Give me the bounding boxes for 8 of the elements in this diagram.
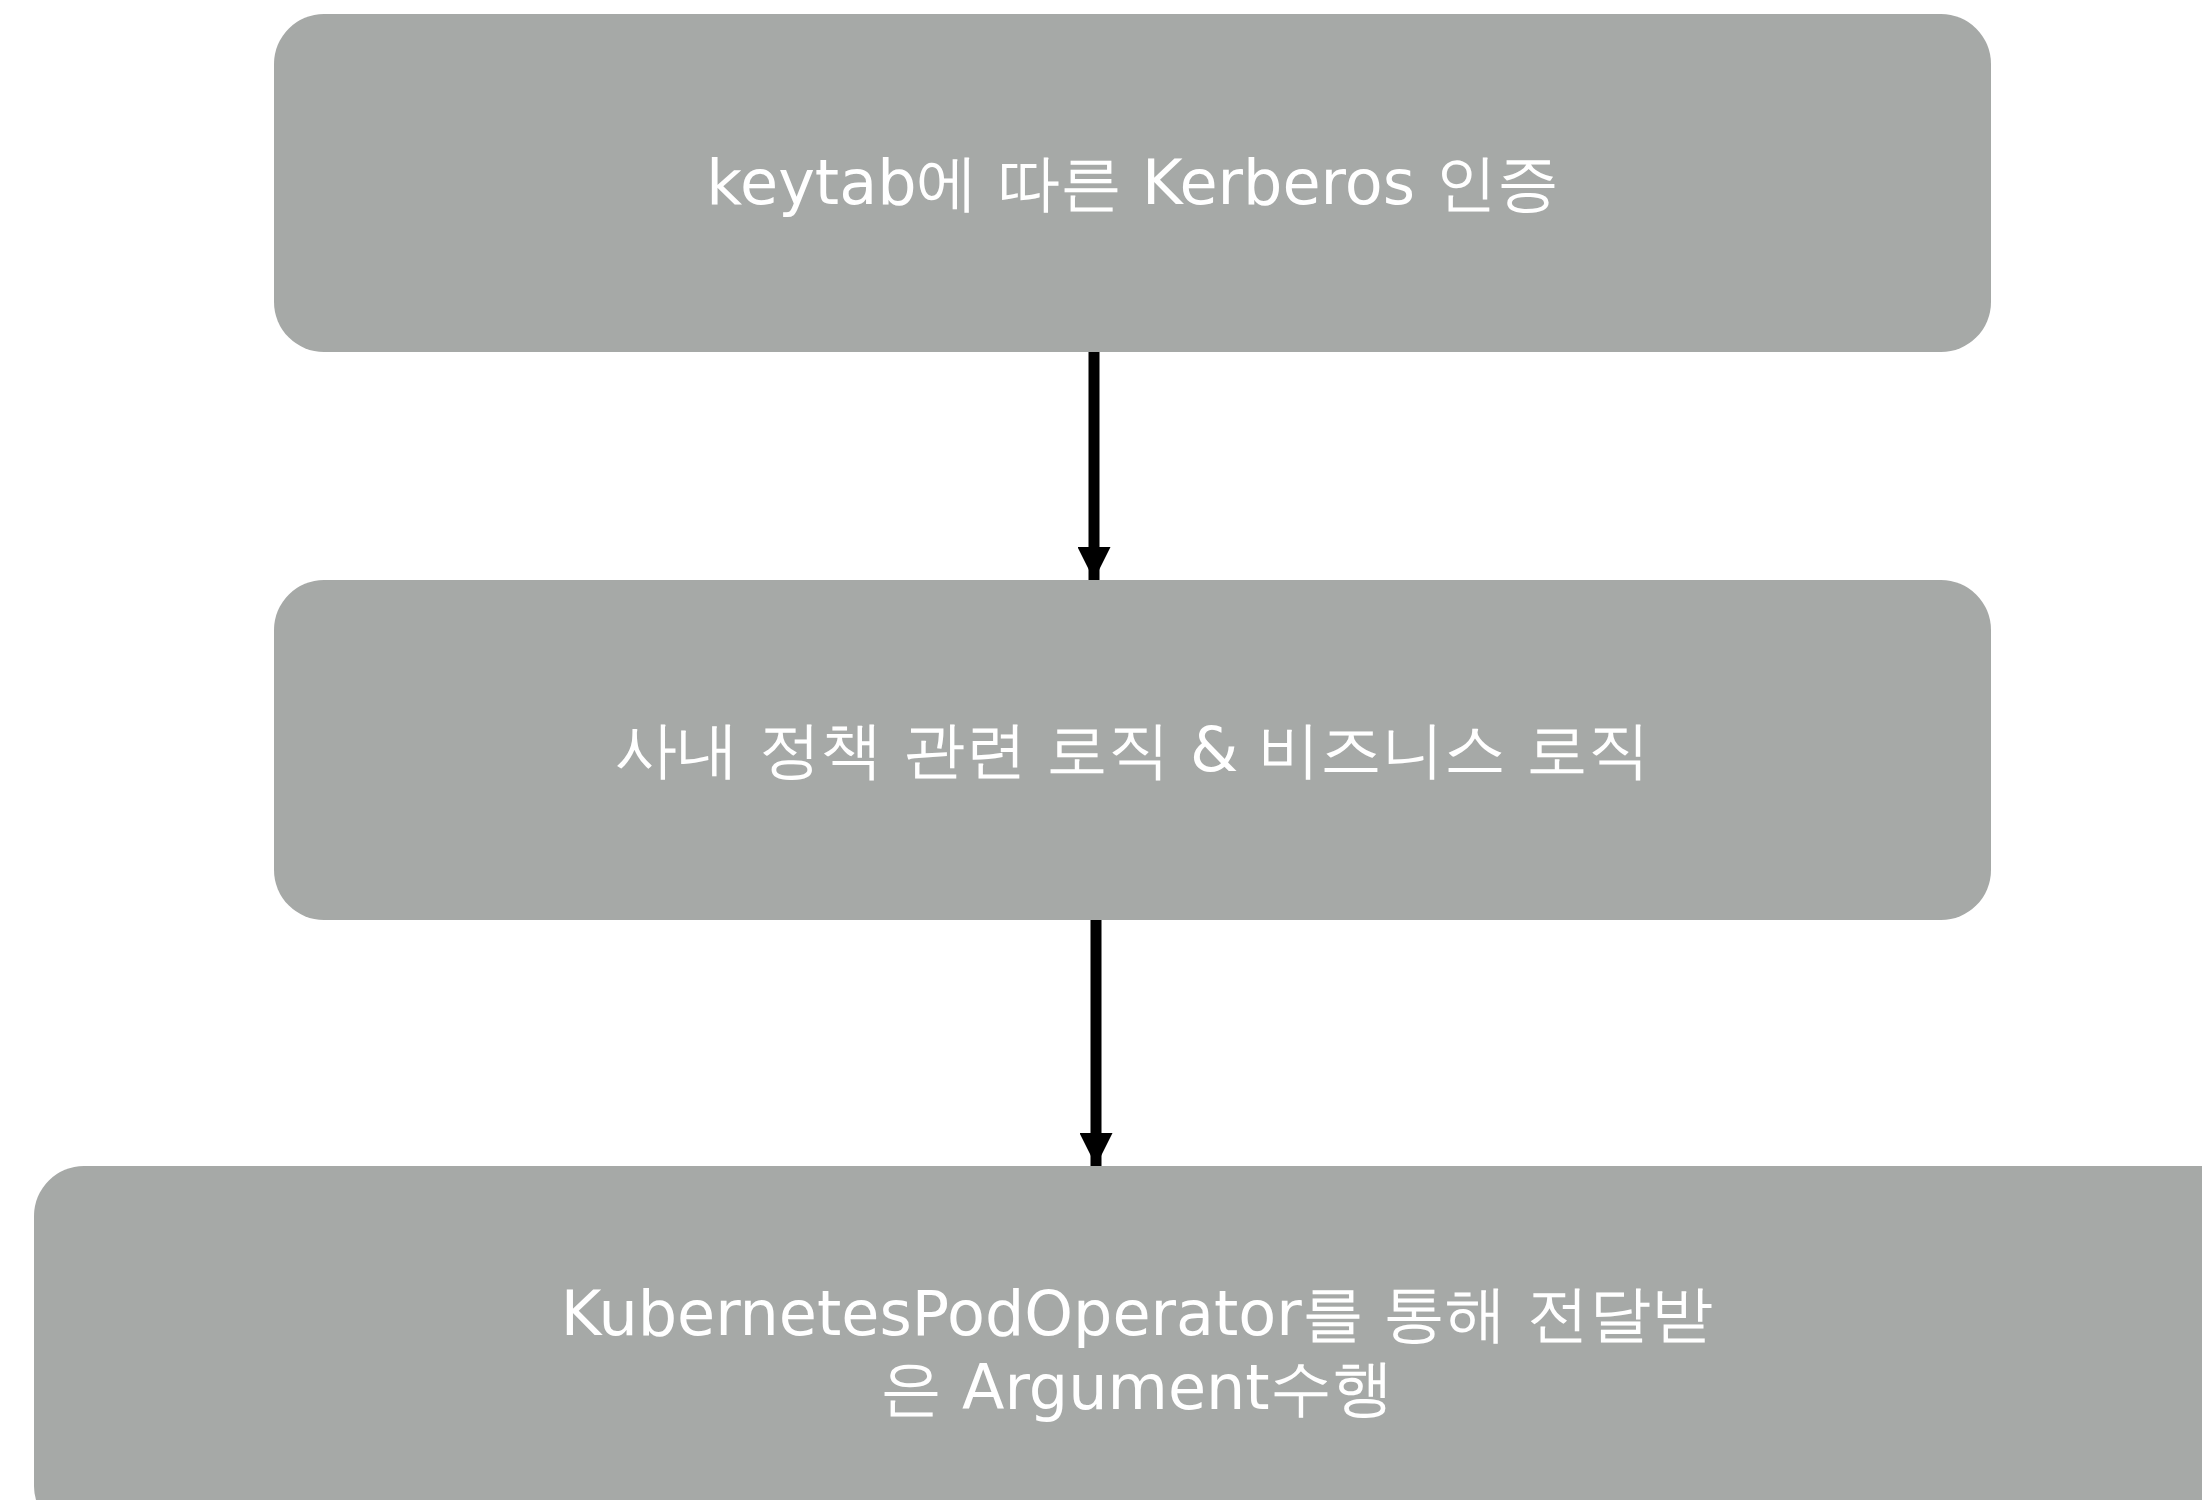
box-label: 사내 정책 관련 로직 & 비즈니스 로직	[615, 712, 1650, 788]
arrow	[1077, 352, 1111, 580]
arrow	[1079, 920, 1113, 1166]
process-box	[274, 14, 1991, 352]
process-box	[34, 1166, 2202, 1500]
box-label: KubernetesPodOperator를 통해 전달받은 Argument수행	[559, 1276, 1715, 1426]
box-label: keytab에 따른 Kerberos 인증	[706, 145, 1559, 221]
process-box	[274, 580, 1991, 920]
